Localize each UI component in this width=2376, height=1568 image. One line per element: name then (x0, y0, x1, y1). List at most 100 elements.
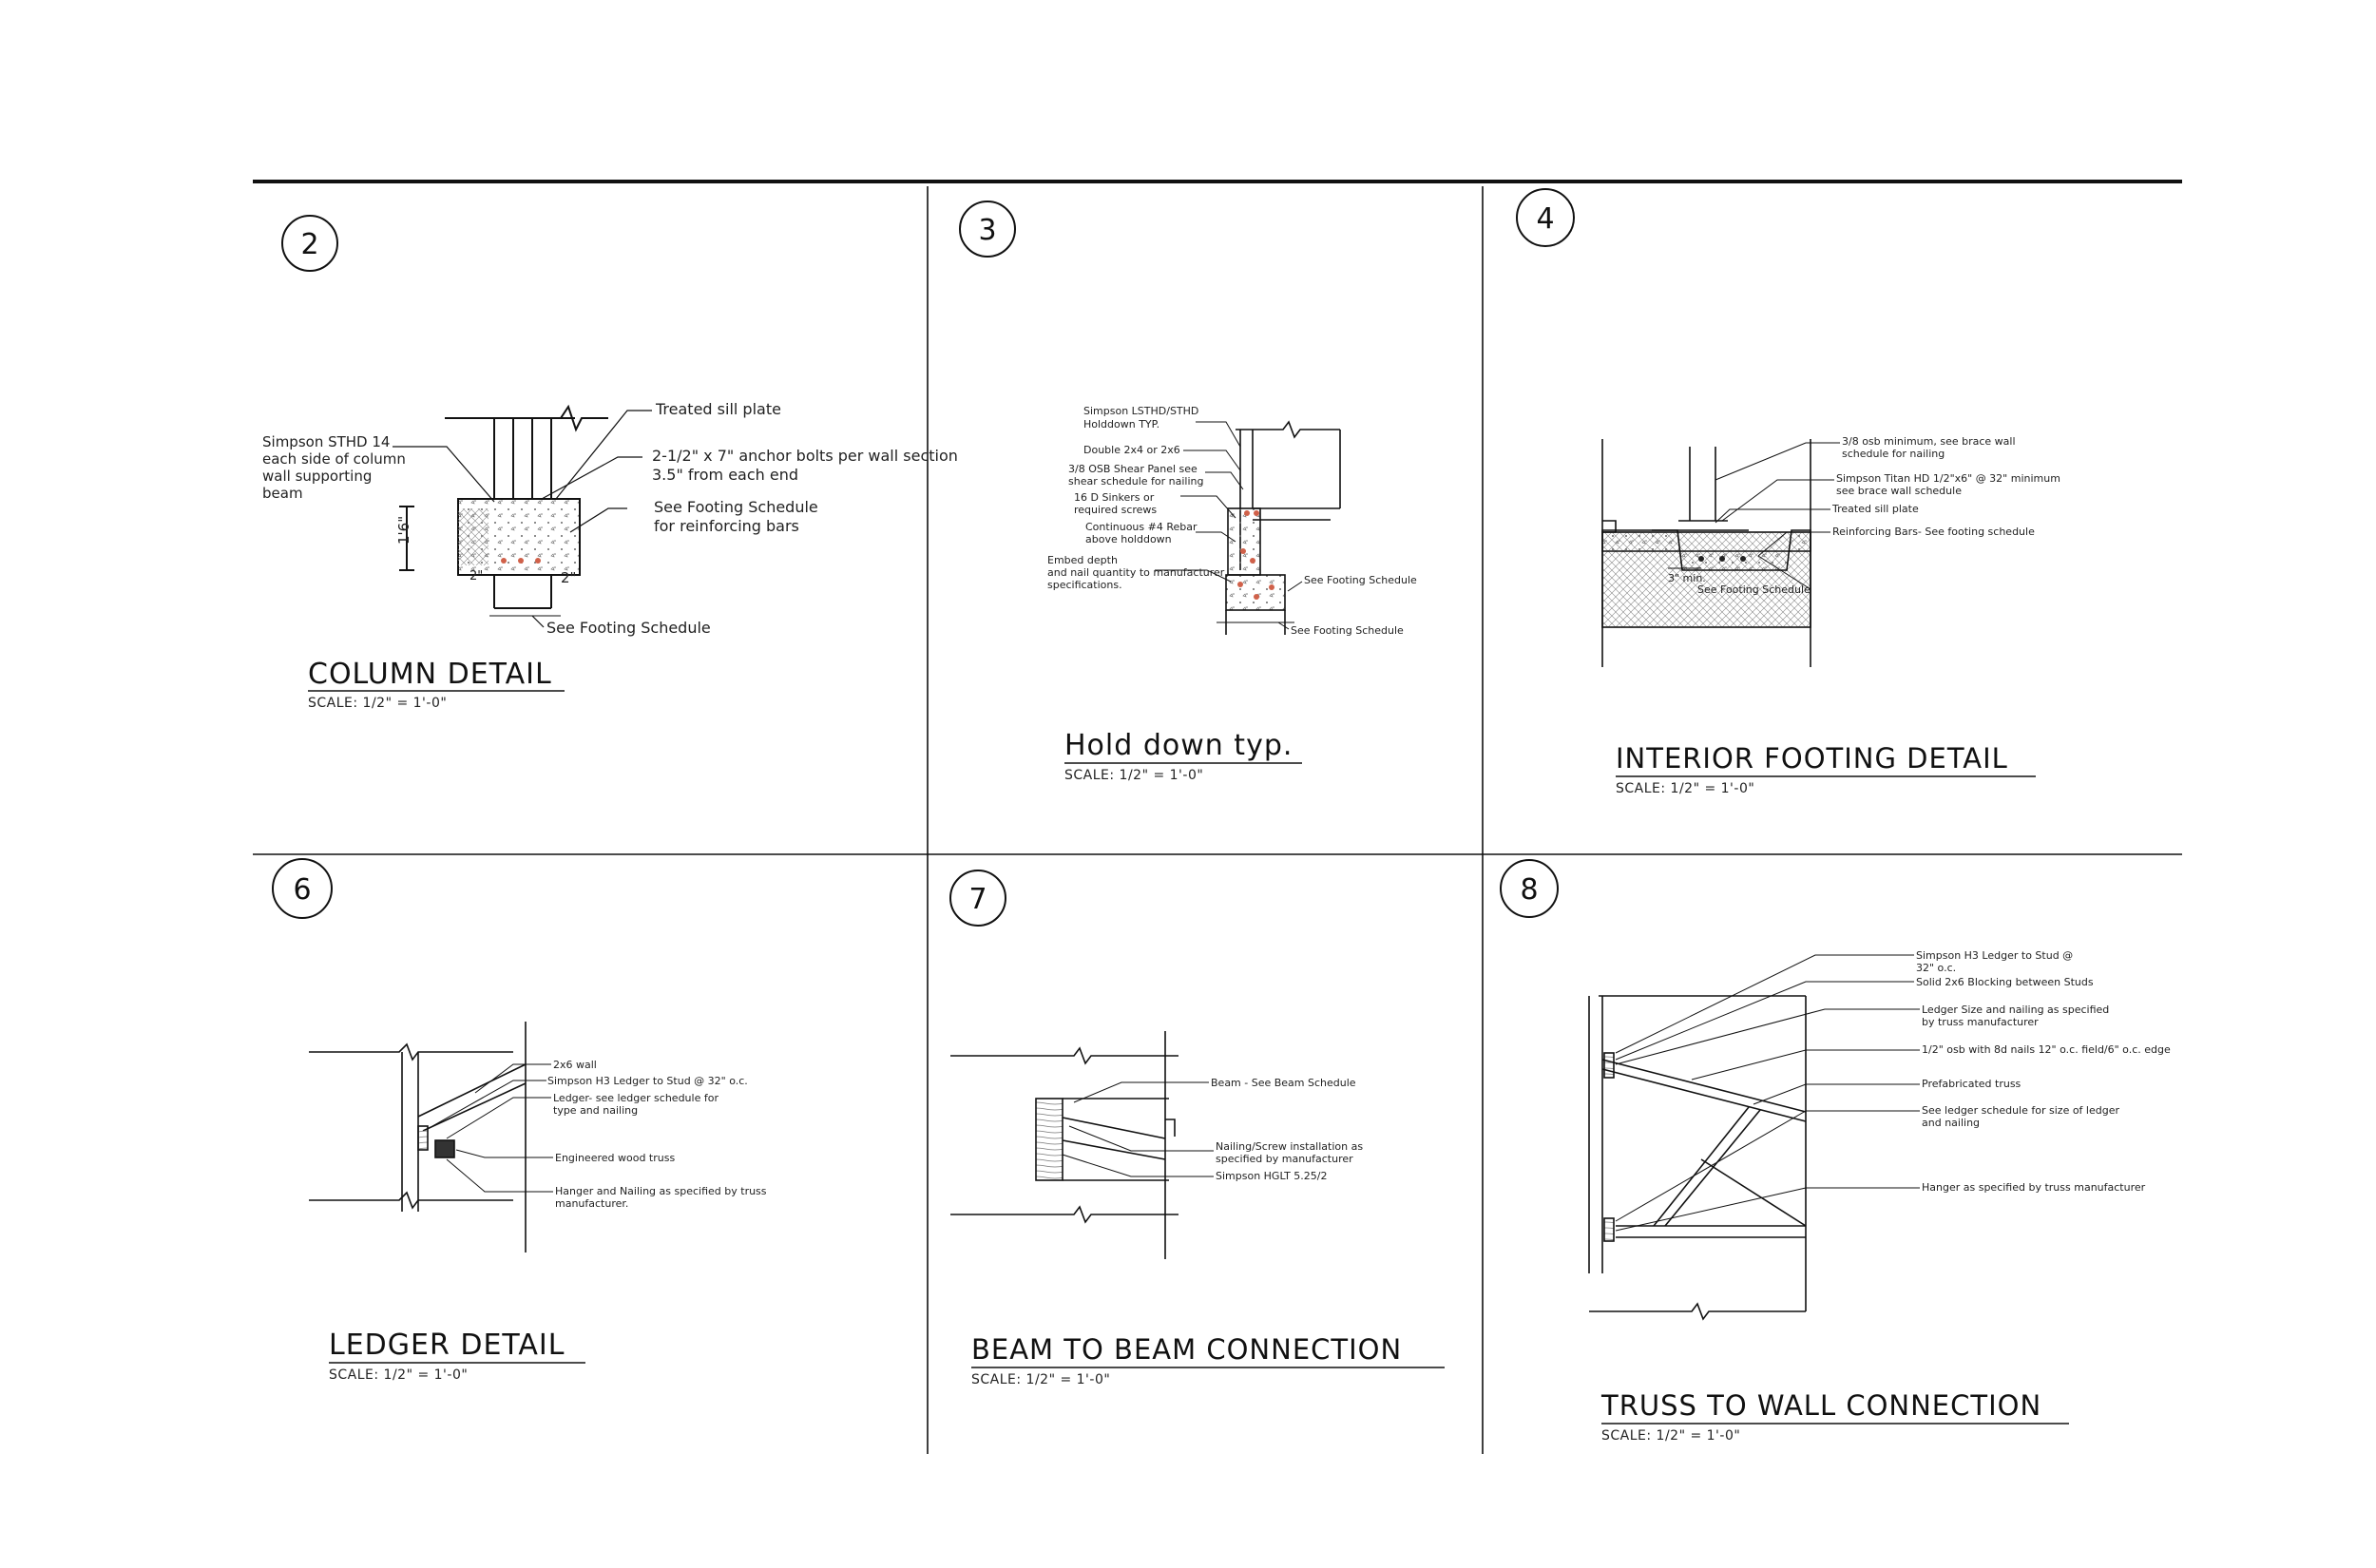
truss-drawing (1588, 995, 1807, 1321)
detail-number-bubble (1500, 859, 1559, 918)
note-manufacturer: manufacturer. (555, 1197, 628, 1210)
leader-lines (393, 410, 652, 628)
column-drawing (399, 404, 608, 617)
note-each-side: each side of column (262, 450, 406, 468)
note-simpson-hglt: Simpson HGLT 5.25/2 (1216, 1170, 1328, 1182)
note-ledger-size-schedule: See ledger schedule for size of ledger (1922, 1104, 2119, 1117)
detail-scale: SCALE: 1/2" = 1'-0" (1601, 1428, 1740, 1444)
note-2x6-wall: 2x6 wall (553, 1059, 597, 1071)
dim-min: 3" min. (1668, 572, 1706, 584)
note-nail-quantity: and nail quantity to manufacturer (1047, 566, 1225, 579)
detail-title: INTERIOR FOOTING DETAIL (1616, 742, 2008, 774)
note-by-truss-mfr: by truss manufacturer (1922, 1016, 2039, 1028)
note-ledger-size: Ledger Size and nailing as specified (1922, 1004, 2109, 1016)
note-16d-sinkers: 16 D Sinkers or (1074, 491, 1155, 504)
detail-number: 3 (978, 214, 996, 247)
dim-height: 1'6" (395, 516, 412, 545)
note-see-footing: See Footing Schedule (1697, 583, 1811, 596)
detail-scale: SCALE: 1/2" = 1'-0" (971, 1372, 1110, 1387)
sheet-frame (253, 180, 2182, 1454)
note-type-nailing: type and nailing (553, 1104, 638, 1117)
note-hanger: Hanger as specified by truss manufacture… (1922, 1181, 2146, 1194)
detail-2-column: 2 Treated sill pl (262, 215, 958, 711)
note-see-footing-2: See Footing Schedule (1291, 624, 1404, 637)
note-wall-supporting: wall supporting (262, 468, 372, 485)
note-engineered-truss: Engineered wood truss (555, 1152, 675, 1164)
detail-number-bubble (272, 858, 333, 919)
detail-7-beam-to-beam: 7 Beam - See Beam Schedule Nailing/Screw… (949, 870, 1445, 1387)
note-see-footing-1: See Footing Schedule (1304, 574, 1417, 586)
detail-number: 2 (300, 228, 318, 261)
detail-3-hold-down: 3 Simpson (959, 201, 1417, 783)
note-titan-hd: Simpson Titan HD 1/2"x6" @ 32" minimum (1836, 472, 2060, 485)
rebar-marks (501, 558, 541, 564)
detail-title: COLUMN DETAIL (308, 658, 552, 691)
dim-left: 2" (469, 569, 483, 583)
detail-scale: SCALE: 1/2" = 1'-0" (308, 696, 447, 711)
detail-scale: SCALE: 1/2" = 1'-0" (1616, 781, 1754, 796)
holddown-drawing (1217, 420, 1341, 635)
detail-number: 7 (968, 883, 987, 916)
note-holddown-typ: Holddown TYP. (1083, 418, 1159, 430)
note-ledger-schedule: Ledger- see ledger schedule for (553, 1092, 719, 1104)
note-simpson-h3: Simpson H3 Ledger to Stud @ 32" o.c. (547, 1075, 748, 1087)
note-and-nailing: and nailing (1922, 1117, 1980, 1129)
note-see-footing-2: See Footing Schedule (546, 619, 711, 637)
note-osb-shear: 3/8 OSB Shear Panel see (1068, 463, 1198, 475)
detail-number: 6 (293, 873, 311, 907)
detail-number-bubble (1516, 188, 1575, 247)
detail-title: Hold down typ. (1064, 729, 1293, 762)
note-continuous-rebar: Continuous #4 Rebar (1085, 521, 1198, 533)
leader-lines (1155, 421, 1303, 630)
note-reinforcing: for reinforcing bars (654, 517, 799, 535)
note-schedule-nailing: schedule for nailing (1842, 448, 1945, 460)
note-treated-sill: Treated sill plate (655, 400, 781, 418)
beam-drawing (950, 1031, 1178, 1259)
note-reinforcing-bars: Reinforcing Bars- See footing schedule (1832, 526, 2035, 538)
note-shear-schedule: shear schedule for nailing (1068, 475, 1203, 488)
note-double-2x4: Double 2x4 or 2x6 (1083, 444, 1180, 456)
note-beam: beam (262, 485, 303, 502)
note-simpson-h3: Simpson H3 Ledger to Stud @ (1916, 949, 2073, 962)
note-prefab-truss: Prefabricated truss (1922, 1078, 2022, 1090)
rebar-marks (1698, 556, 1746, 562)
detail-number-bubble (959, 201, 1016, 258)
detail-scale: SCALE: 1/2" = 1'-0" (329, 1367, 468, 1383)
ledger-drawing (309, 1022, 527, 1252)
detail-6-ledger: 6 2x6 wall Simpson H3 Ledger to Stud @ 3… (272, 858, 767, 1383)
note-simpson-lsthd: Simpson LSTHD/STHD (1083, 405, 1198, 417)
note-nailing-screw: Nailing/Screw installation as (1216, 1140, 1363, 1153)
detail-title: BEAM TO BEAM CONNECTION (971, 1333, 1402, 1366)
note-specified-by: specified by manufacturer (1216, 1153, 1353, 1165)
detail-scale: SCALE: 1/2" = 1'-0" (1064, 768, 1203, 783)
rebar-marks (1237, 510, 1274, 600)
note-simpson-stdh: Simpson STHD 14 (262, 433, 390, 450)
detail-title: LEDGER DETAIL (329, 1329, 565, 1362)
detail-title: TRUSS TO WALL CONNECTION (1600, 1389, 2041, 1422)
note-see-footing-1: See Footing Schedule (654, 498, 818, 516)
note-embed-depth: Embed depth (1047, 554, 1118, 566)
footing-drawing (1601, 439, 1811, 667)
note-from-each-end: 3.5" from each end (652, 466, 798, 484)
note-required-screws: required screws (1074, 504, 1157, 516)
note-brace-wall: see brace wall schedule (1836, 485, 1962, 497)
note-osb-8d: 1/2" osb with 8d nails 12" o.c. field/6"… (1922, 1043, 2171, 1056)
detail-8-truss-to-wall: 8 Simpson H3 Ledger to Stud (1500, 859, 2171, 1444)
leader-lines (431, 1063, 553, 1193)
note-solid-blocking: Solid 2x6 Blocking between Studs (1916, 976, 2094, 988)
leader-lines (1615, 954, 1920, 1232)
leader-lines (1062, 1081, 1214, 1177)
note-beam-schedule: Beam - See Beam Schedule (1211, 1077, 1356, 1089)
note-hanger: Hanger and Nailing as specified by truss (555, 1185, 767, 1197)
detail-4-interior-footing: 4 3/8 osb minimum, see brace wall schedu… (1516, 188, 2060, 796)
detail-number-bubble (949, 870, 1006, 927)
note-anchor-bolts: 2-1/2" x 7" anchor bolts per wall sectio… (652, 447, 958, 465)
note-32-oc: 32" o.c. (1916, 962, 1956, 974)
detail-number: 4 (1536, 202, 1554, 236)
detail-number: 8 (1520, 873, 1538, 907)
note-above-holddown: above holddown (1085, 533, 1172, 545)
note-specifications: specifications. (1047, 579, 1122, 591)
detail-number-bubble (281, 215, 338, 272)
note-osb-min: 3/8 osb minimum, see brace wall (1842, 435, 2016, 448)
